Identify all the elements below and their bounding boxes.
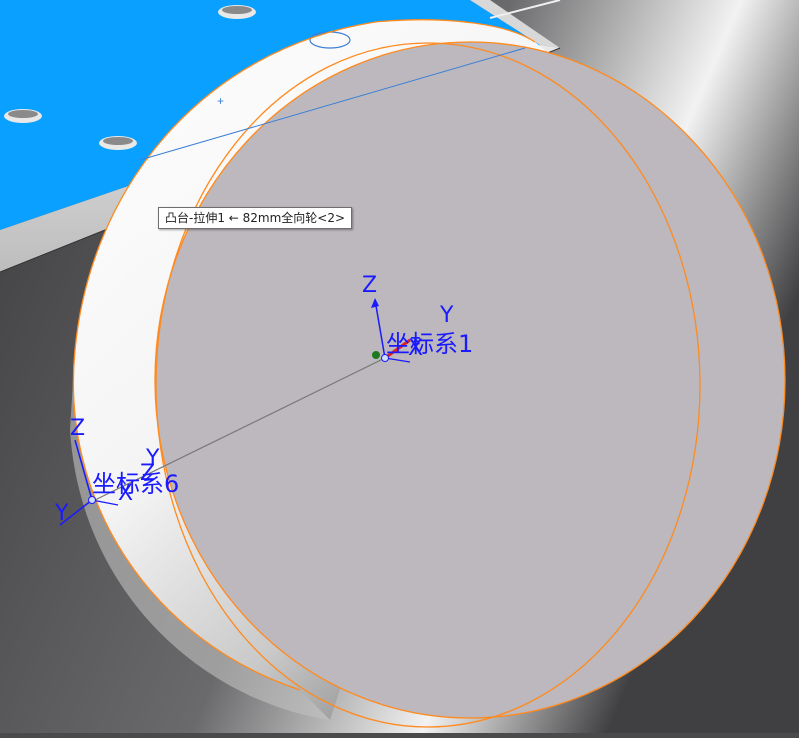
cs6-z-label: Z <box>70 416 85 441</box>
coordinate-system-6[interactable]: Z Y Y Z X 坐标系6 <box>54 416 179 526</box>
rim-back-edge <box>72 19 536 691</box>
cs6-z2-label: Z <box>140 461 155 486</box>
cs6-name-label: 坐标系6 <box>92 470 179 498</box>
cs1-name-label: 坐标系1 <box>386 330 473 358</box>
cs6-z-axis <box>74 439 93 501</box>
cs1-x-axis <box>384 338 411 360</box>
cs1-z-axis <box>374 299 386 359</box>
cs6-x-label: X <box>118 481 133 506</box>
feature-tooltip: 凸台-拉伸1 ← 82mm全向轮<2> <box>158 207 353 229</box>
cs1-z-arrow-icon <box>371 298 379 308</box>
cs1-x-label: X <box>408 336 423 361</box>
face-inner-edge <box>155 42 701 728</box>
wheel-rim-shadow <box>70 350 330 720</box>
cs1-z-label: Z <box>362 273 377 298</box>
hole-1-inner <box>222 6 252 14</box>
wheel-front-face[interactable] <box>155 42 785 718</box>
axis-line[interactable] <box>94 357 386 501</box>
cs1-y-axis <box>384 357 411 363</box>
face-outer-edge <box>154 41 786 719</box>
cs6-y-axis <box>59 499 93 526</box>
coordinate-system-1[interactable]: Z Y X 坐标系1 <box>362 273 473 363</box>
plate-top-edge-line <box>489 0 561 19</box>
cs1-y-label: Y <box>439 303 454 328</box>
origin-point-icon <box>372 351 380 359</box>
cs6-origin <box>88 496 96 504</box>
sketch-point-marker: + <box>217 94 224 108</box>
cs6-x-axis <box>91 499 119 506</box>
hole-2-inner <box>8 110 38 118</box>
cs6-y-label: Y <box>54 501 69 526</box>
cs6-y2-label: Y <box>145 446 160 471</box>
sketch-line[interactable] <box>139 47 526 161</box>
cs1-origin <box>381 354 389 362</box>
hole-3-inner <box>103 137 133 145</box>
plate-edge <box>470 0 560 48</box>
